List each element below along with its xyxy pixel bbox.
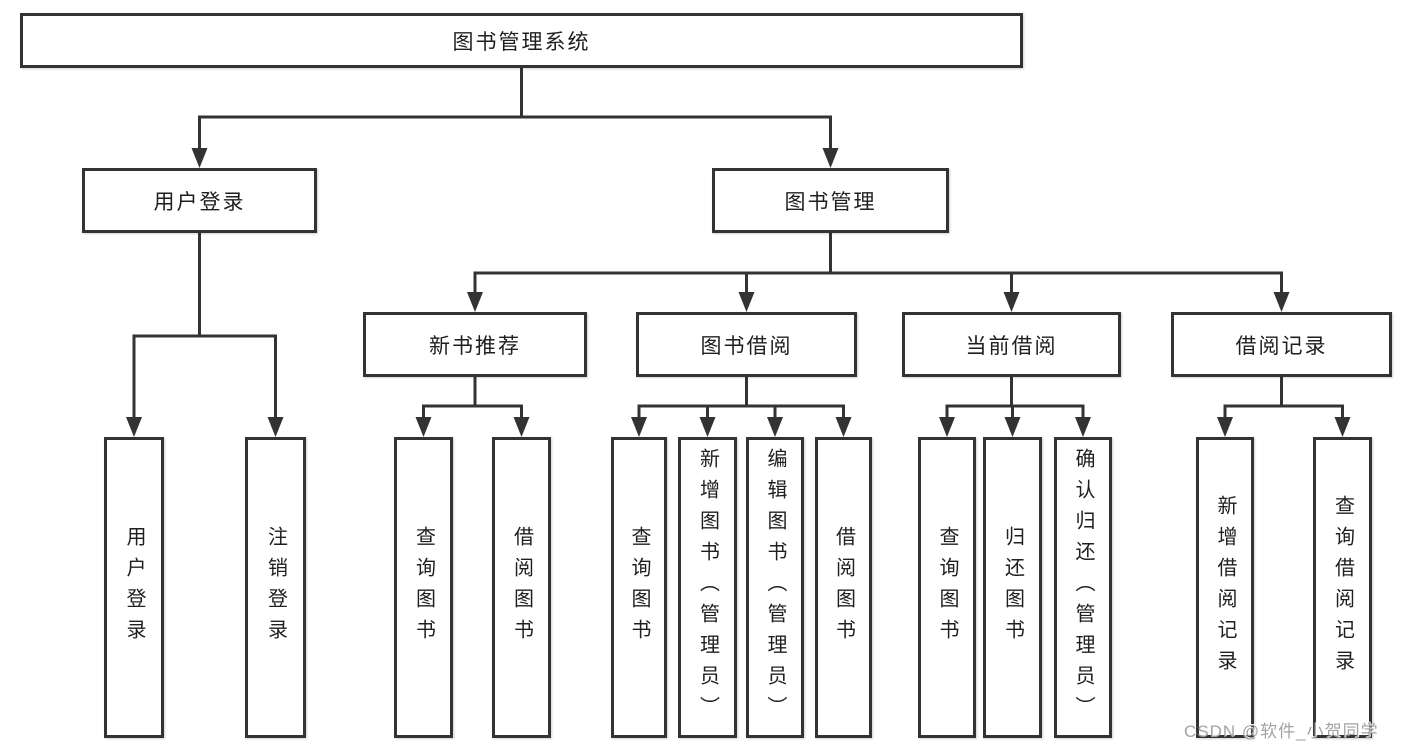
node-book-borrow-label: 图书借阅 — [700, 334, 793, 358]
leaf-confirm-return-admin-label: 确认归还（管理员） — [1072, 448, 1094, 727]
node-new-book-recommend-label: 新书推荐 — [429, 334, 521, 358]
leaf-add-book-admin-label: 新增图书（管理员） — [696, 448, 719, 727]
connector-book-borrow — [637, 375, 845, 421]
leaf-query-book-borrow-label: 查询图书 — [628, 525, 650, 650]
leaf-logout-label: 注销登录 — [264, 525, 287, 650]
leaf-user-login: 用户登录 — [104, 437, 164, 738]
leaf-return-book: 归还图书 — [983, 437, 1042, 738]
leaf-query-book-current: 查询图书 — [918, 437, 976, 738]
leaf-query-book-recommend: 查询图书 — [394, 437, 453, 738]
leaf-add-borrow-record-label: 新增借阅记录 — [1214, 494, 1236, 681]
leaf-edit-book-admin-label: 编辑图书（管理员） — [764, 448, 786, 727]
leaf-borrow-book-borrow-label: 借阅图书 — [832, 525, 855, 650]
leaf-edit-book-admin: 编辑图书（管理员） — [746, 437, 804, 738]
node-book-management: 图书管理 — [712, 168, 949, 233]
leaf-query-book-borrow: 查询图书 — [611, 437, 667, 738]
node-book-management-label: 图书管理 — [784, 190, 877, 214]
watermark-text: CSDN @软件_小贺同学 — [1184, 722, 1379, 741]
arrowheads — [126, 148, 1351, 437]
leaf-borrow-book-recommend: 借阅图书 — [492, 437, 551, 738]
node-new-book-recommend: 新书推荐 — [363, 312, 587, 377]
connector-user-login — [132, 231, 277, 421]
leaf-borrow-book-recommend-label: 借阅图书 — [510, 525, 533, 650]
leaf-add-borrow-record: 新增借阅记录 — [1196, 437, 1254, 738]
node-library-system: 图书管理系统 — [20, 13, 1023, 68]
leaf-query-borrow-record-label: 查询借阅记录 — [1331, 494, 1354, 681]
leaf-add-book-admin: 新增图书（管理员） — [678, 437, 737, 738]
node-user-login-label: 用户登录 — [153, 190, 246, 214]
connector-current-borrow — [945, 375, 1085, 421]
node-current-borrow-label: 当前借阅 — [965, 334, 1058, 358]
leaf-query-book-recommend-label: 查询图书 — [412, 525, 435, 650]
leaf-logout: 注销登录 — [245, 437, 306, 738]
node-current-borrow: 当前借阅 — [902, 312, 1121, 377]
node-borrow-record: 借阅记录 — [1171, 312, 1392, 377]
leaf-user-login-label: 用户登录 — [123, 525, 145, 650]
leaf-query-borrow-record: 查询借阅记录 — [1313, 437, 1372, 738]
leaf-return-book-label: 归还图书 — [1001, 525, 1024, 650]
node-borrow-record-label: 借阅记录 — [1235, 334, 1328, 358]
node-user-login: 用户登录 — [82, 168, 317, 233]
leaf-confirm-return-admin: 确认归还（管理员） — [1054, 437, 1112, 738]
connector-borrow-record — [1223, 375, 1344, 421]
connector-root — [198, 66, 832, 152]
leaf-query-book-current-label: 查询图书 — [936, 525, 958, 650]
connector-book-management — [473, 231, 1283, 296]
node-book-borrow: 图书借阅 — [636, 312, 857, 377]
node-library-system-label: 图书管理系统 — [452, 30, 591, 54]
connector-new-book — [422, 375, 523, 421]
leaf-borrow-book-borrow: 借阅图书 — [815, 437, 872, 738]
